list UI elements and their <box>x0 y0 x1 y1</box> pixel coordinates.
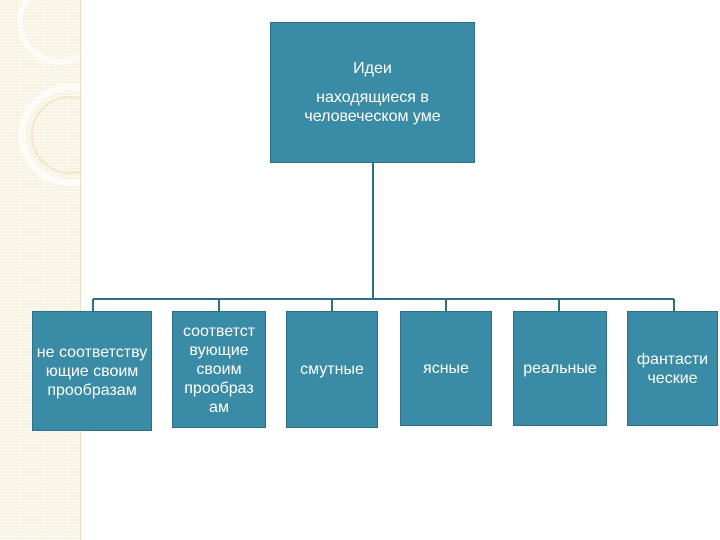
child-node: соответст вующие своим прообраз ам <box>172 311 266 428</box>
child-node: не соответству ющие своим прообразам <box>32 311 152 431</box>
child-node: фантасти ческие <box>627 311 718 426</box>
child-node: смутные <box>286 311 378 428</box>
root-node: Идеи находящиеся в человеческом уме <box>270 22 475 163</box>
child-node-label: смутные <box>300 360 364 379</box>
child-node: реальные <box>513 311 607 426</box>
child-node-label: ясные <box>423 359 469 378</box>
child-node: ясные <box>400 311 492 426</box>
root-node-title: Идеи <box>353 59 392 78</box>
child-node-label: реальные <box>523 359 597 378</box>
child-node-label: фантасти ческие <box>628 350 717 388</box>
root-node-subtitle: находящиеся в человеческом уме <box>283 88 463 126</box>
child-node-label: не соответству ющие своим прообразам <box>35 343 149 400</box>
child-node-label: соответст вующие своим прообраз ам <box>174 322 264 417</box>
